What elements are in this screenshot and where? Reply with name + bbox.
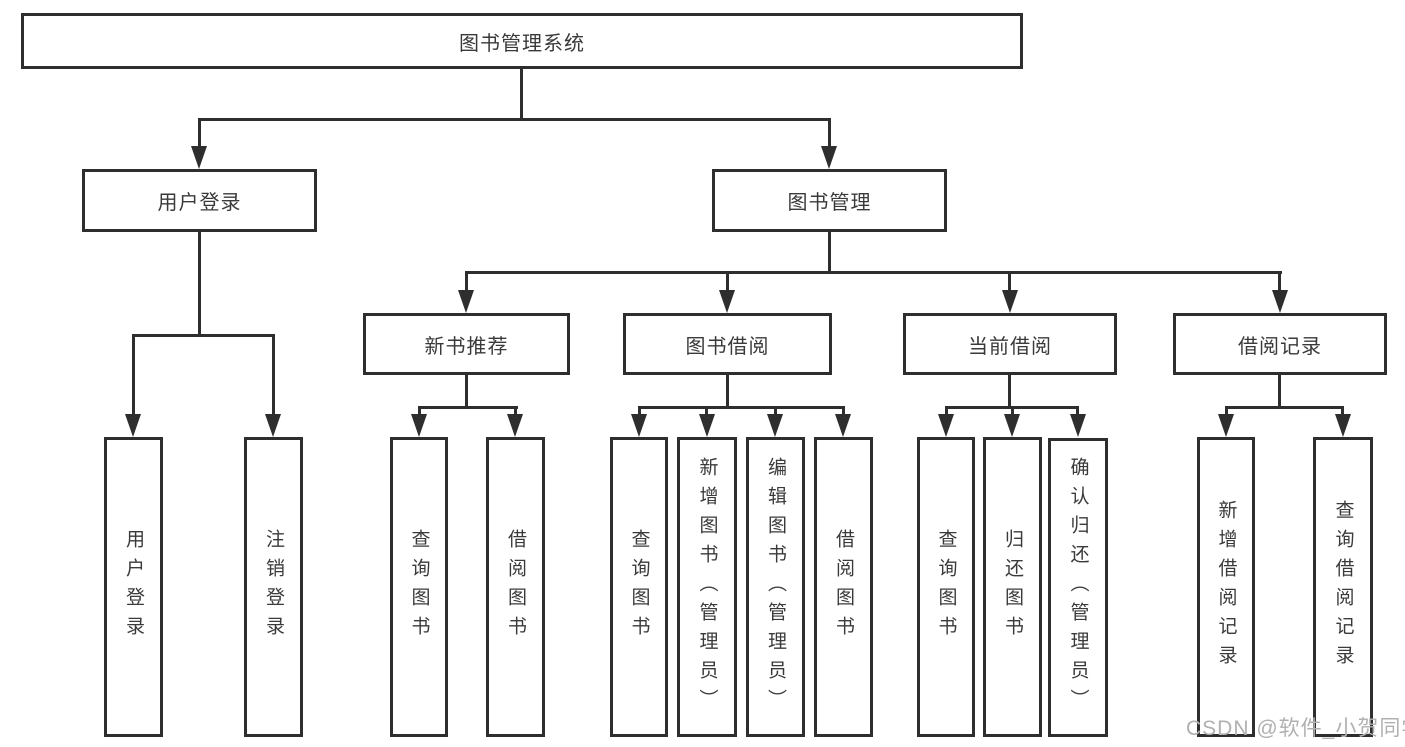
leaf-borrow-borrow-books: 借阅图书 (814, 437, 873, 737)
connector-line (418, 406, 518, 409)
leaf-records-query-record: 查询借阅记录 (1313, 437, 1373, 737)
connector-line (198, 120, 201, 147)
connector-line (272, 334, 275, 415)
leaf-label: 查询图书 (935, 529, 957, 645)
node-current-borrowing: 当前借阅 (903, 313, 1117, 375)
node-label: 图书借阅 (685, 335, 770, 358)
connector-line (638, 406, 845, 409)
arrow-down-icon (938, 414, 954, 437)
csdn-watermark: CSDN @软件_小贺同学 (1186, 717, 1405, 740)
leaf-newbooks-borrow-books: 借阅图书 (486, 437, 545, 737)
connector-line (198, 118, 831, 121)
node-label: 当前借阅 (968, 335, 1052, 358)
node-library-system: 图书管理系统 (21, 13, 1023, 69)
leaf-label: 新增图书（管理员） (696, 456, 718, 718)
connector-line (132, 334, 135, 415)
connector-line (828, 120, 831, 147)
leaf-label: 借阅图书 (833, 529, 854, 645)
leaf-borrow-edit-books-admin: 编辑图书（管理员） (746, 437, 805, 737)
leaf-borrow-query-books: 查询图书 (610, 437, 668, 737)
leaf-label: 查询图书 (628, 529, 650, 645)
connector-line (1008, 375, 1011, 408)
leaf-user-login: 用户登录 (104, 437, 163, 737)
leaf-label: 归还图书 (1002, 529, 1023, 645)
connector-line (1076, 406, 1079, 416)
arrow-down-icon (1218, 414, 1234, 437)
connector-line (1225, 406, 1344, 409)
connector-line (726, 271, 729, 292)
connector-line (465, 375, 468, 408)
leaf-label: 查询借阅记录 (1332, 500, 1354, 674)
arrow-down-icon (458, 290, 474, 313)
connector-line (1278, 271, 1281, 292)
node-label: 图书管理系统 (459, 32, 585, 55)
connector-line (726, 375, 729, 408)
connector-line (1011, 406, 1014, 416)
arrow-down-icon (507, 414, 523, 437)
connector-line (945, 406, 948, 416)
arrow-down-icon (1070, 414, 1086, 437)
node-new-book-recommend: 新书推荐 (363, 313, 570, 375)
connector-line (520, 69, 523, 120)
connector-line (198, 232, 201, 336)
connector-line (774, 406, 777, 416)
node-label: 新书推荐 (424, 335, 509, 358)
connector-line (465, 271, 1282, 274)
connector-line (1008, 271, 1011, 292)
connector-line (465, 271, 468, 292)
leaf-label: 用户登录 (123, 529, 144, 645)
leaf-label: 编辑图书（管理员） (765, 456, 786, 718)
node-borrowing-records: 借阅记录 (1173, 313, 1387, 375)
arrow-down-icon (411, 414, 427, 437)
leaf-borrow-add-books-admin: 新增图书（管理员） (677, 437, 737, 737)
connector-line (514, 406, 517, 416)
connector-line (132, 334, 275, 337)
node-user-login: 用户登录 (82, 169, 317, 232)
arrow-down-icon (821, 146, 837, 169)
connector-line (705, 406, 708, 416)
node-label: 图书管理 (787, 192, 872, 214)
leaf-current-query-books: 查询图书 (917, 437, 975, 737)
arrow-down-icon (1272, 290, 1288, 313)
arrow-down-icon (631, 414, 647, 437)
arrow-down-icon (1004, 414, 1020, 437)
connector-line (418, 406, 421, 416)
arrow-down-icon (191, 146, 207, 169)
arrow-down-icon (125, 414, 141, 437)
connector-line (828, 232, 831, 273)
node-book-borrowing: 图书借阅 (623, 313, 832, 375)
arrow-down-icon (1335, 414, 1351, 437)
leaf-current-confirm-return-admin: 确认归还（管理员） (1048, 438, 1108, 737)
arrow-down-icon (835, 414, 851, 437)
leaf-records-add-record: 新增借阅记录 (1197, 437, 1255, 737)
connector-line (1278, 375, 1281, 408)
arrow-down-icon (265, 414, 281, 437)
arrow-down-icon (767, 414, 783, 437)
node-label: 借阅记录 (1238, 335, 1322, 358)
node-book-management: 图书管理 (712, 169, 947, 232)
arrow-down-icon (1002, 290, 1018, 313)
leaf-current-return-books: 归还图书 (983, 437, 1042, 737)
arrow-down-icon (699, 414, 715, 437)
leaf-label: 注销登录 (263, 529, 284, 645)
leaf-label: 查询图书 (408, 529, 430, 645)
node-label: 用户登录 (157, 192, 242, 214)
leaf-label: 新增借阅记录 (1215, 500, 1237, 674)
connector-line (1225, 406, 1228, 416)
connector-line (842, 406, 845, 416)
leaf-label: 借阅图书 (505, 529, 526, 645)
leaf-label: 确认归还（管理员） (1067, 457, 1089, 718)
connector-line (1341, 406, 1344, 416)
leaf-newbooks-query-books: 查询图书 (390, 437, 448, 737)
connector-line (638, 406, 641, 416)
leaf-logout: 注销登录 (244, 437, 303, 737)
arrow-down-icon (719, 290, 735, 313)
